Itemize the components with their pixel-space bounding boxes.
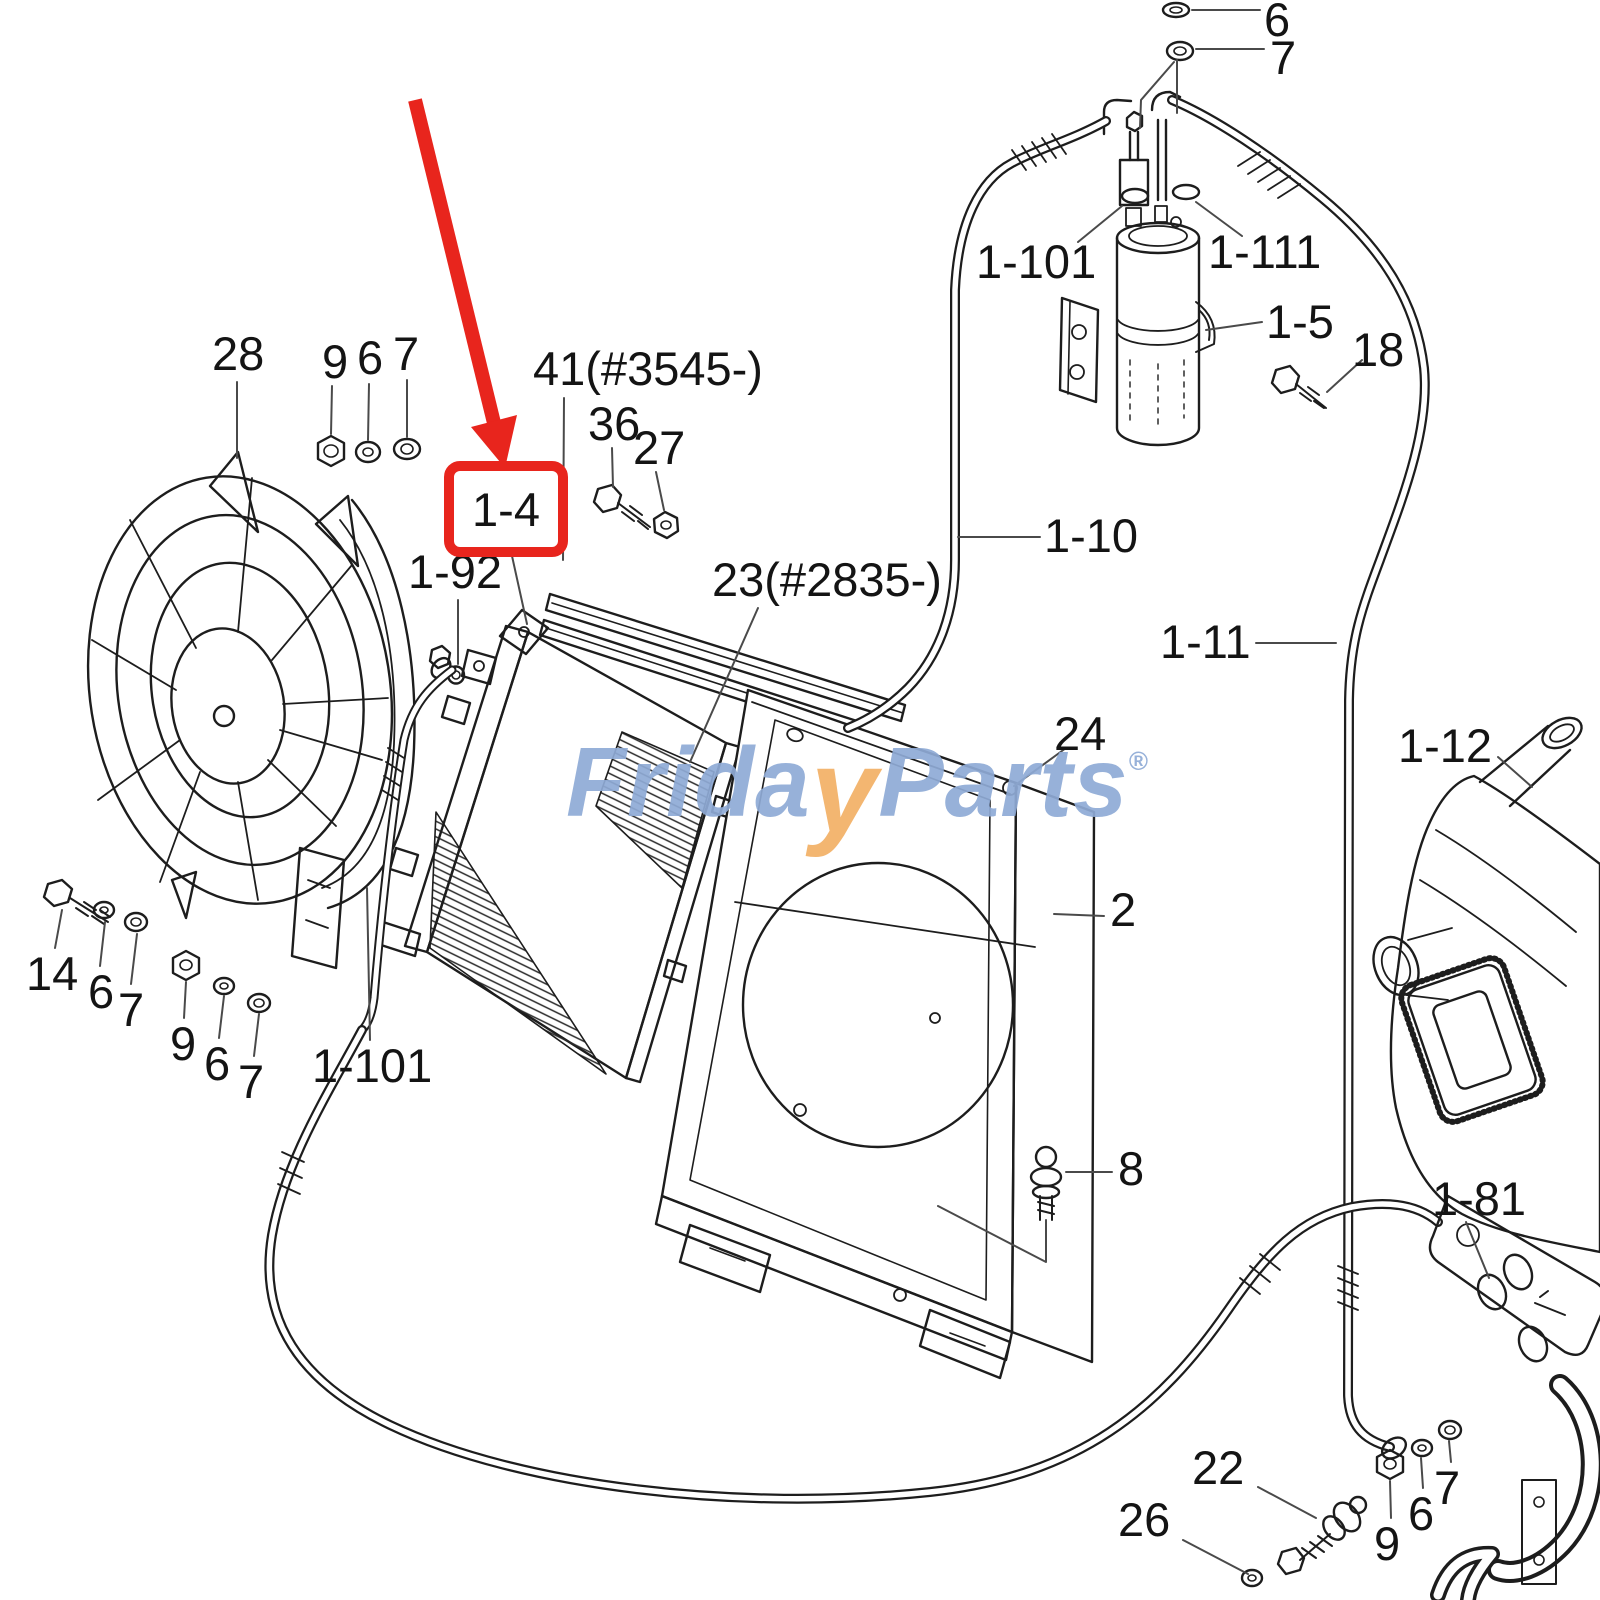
washer-icon [246,992,272,1014]
watermark: FridayParts® [566,722,1149,860]
nut-icon [171,949,201,982]
watermark-text-end: Parts [878,727,1129,837]
refrigerant-hoses-drawing [264,95,1443,1504]
tank-drawing [1372,716,1600,1254]
washer-icon [1240,1568,1264,1588]
bolt-icon [592,483,651,530]
washer-icon [123,911,149,933]
condenser-fan-drawing [86,450,416,970]
bottom-right-parts-drawing [1428,1194,1600,1600]
nut-icon [1375,1448,1405,1481]
leader-lines [54,9,1533,1575]
highlighted-part-number: 1-4 [472,482,540,536]
fastener-icons [42,1,1463,1588]
receiver-drier-drawing [1058,90,1216,447]
registered-trademark-icon: ® [1128,746,1149,776]
washer-icon [1410,1438,1434,1458]
watermark-accent-letter: y [810,724,879,858]
fan-shroud-drawing [654,688,1096,1380]
nut-icon [316,434,346,468]
bolt-icon [1276,1495,1368,1576]
washer-icon [392,437,422,461]
watermark-text-start: Frida [566,727,811,837]
washer-icon [1437,1419,1463,1441]
bolt-icon [42,878,111,925]
washer-icon [354,440,382,464]
bolt-icon [1270,364,1327,409]
highlighted-part-callout: 1-4 [444,461,568,557]
washer-icon [1161,1,1191,19]
washer-icon [92,900,116,920]
highlight-arrow [408,98,517,468]
washer-icon [212,976,236,996]
bolt-icon [1029,1145,1063,1221]
nut-icon [652,510,680,540]
washer-icon [1165,40,1195,62]
